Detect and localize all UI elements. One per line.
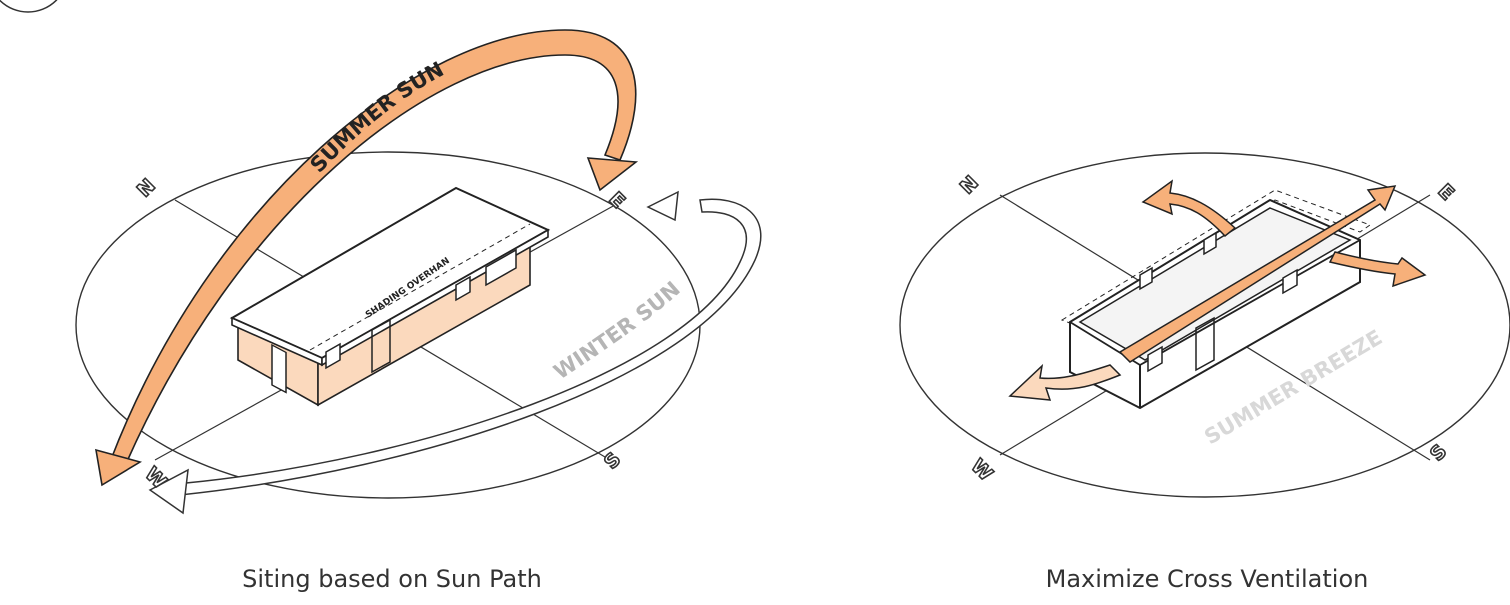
sun-path-diagram: WINTER SUN SHADING OVERHANG SUMMER SUN: [0, 0, 762, 593]
vent-window-2: [1282, 268, 1298, 295]
summer-sun-label: SUMMER SUN: [305, 57, 447, 177]
corner-circle: [0, 0, 58, 13]
compass-s-right: S: [1426, 440, 1451, 465]
cross-ventilation-diagram: SUMMER BREEZE N E S W Maximize Cross Ven…: [899, 152, 1510, 593]
house-door-front: [371, 318, 391, 374]
vent-window-3: [1139, 266, 1153, 291]
compass-s: S: [600, 448, 625, 473]
winter-sun-arrowhead-west: [148, 468, 189, 515]
compass-w-right: W: [966, 455, 996, 485]
caption-cross-ventilation: Maximize Cross Ventilation: [1046, 565, 1369, 593]
house-window-2: [455, 275, 471, 302]
summer-sun-arrowhead-east: [586, 157, 639, 192]
compass-e-right: E: [1433, 180, 1458, 205]
winter-sun-arrowhead-east: [646, 190, 679, 222]
roof-outline-dashed: [1060, 189, 1372, 326]
compass-n: N: [133, 175, 160, 202]
breeze-arrow-north: [1141, 179, 1237, 238]
overhang-line: [309, 223, 531, 351]
summer-sun-arrowhead-west: [94, 448, 143, 487]
winter-sun-arrow: [178, 198, 762, 496]
vent-door: [1195, 316, 1215, 372]
compass-ellipse-right: [899, 152, 1510, 498]
caption-sun-path: Siting based on Sun Path: [242, 565, 542, 593]
breeze-arrow-east: [1328, 251, 1427, 288]
vent-window-1: [1147, 345, 1163, 373]
house-door-left: [271, 343, 287, 394]
breeze-arrow-diagonal: [1118, 185, 1397, 363]
vent-window-4: [1203, 231, 1217, 256]
house-window-1: [325, 342, 341, 370]
house-window-3: [485, 248, 517, 287]
compass-n-right: N: [956, 172, 983, 199]
breeze-arrow-west: [1008, 363, 1122, 401]
